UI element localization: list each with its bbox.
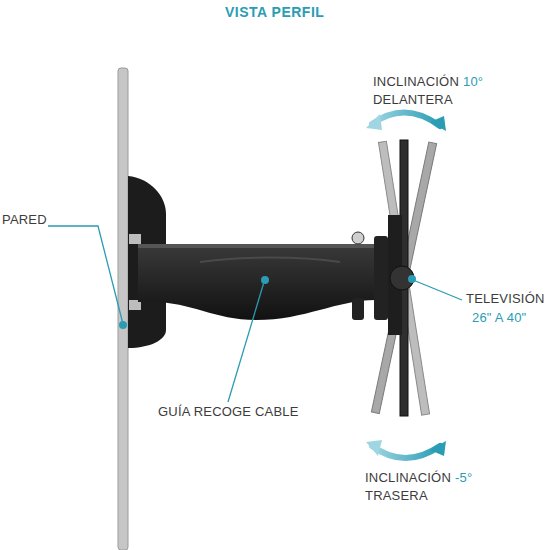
tilt-label: INCLINACIÓN [373,74,459,90]
arrowhead [430,441,446,456]
size-range: 26" A 40" [472,310,526,326]
leader-dot [408,275,416,283]
tilt-label: DELANTERA [373,92,453,108]
arrowhead [366,114,382,130]
part-label: PARED [2,212,47,228]
tilt-arrow-top [372,112,440,126]
title: VISTA PERFIL [225,4,324,20]
arrowhead [430,116,446,131]
leader-dot [261,276,269,284]
leader-dot [119,321,127,329]
leader-line [228,282,264,402]
part-label: TELEVISIÓN [466,291,545,307]
joint [374,236,388,320]
tilt-arrow-bottom [372,446,440,458]
arrowhead [366,440,382,456]
tilt-label: TRASERA [365,488,428,504]
tilt-label: INCLINACIÓN [365,470,451,486]
tilt-value: 10° [463,74,483,90]
arm-edge [138,244,376,248]
part-label: GUÍA RECOGE CABLE [158,404,299,420]
arm [138,244,376,320]
tilt-value: -5° [455,470,472,486]
leader-line [48,226,123,324]
cable-guide [200,258,340,263]
bolt [129,234,141,244]
pivot [352,232,364,244]
leader-line [413,280,462,300]
knob [352,298,364,320]
